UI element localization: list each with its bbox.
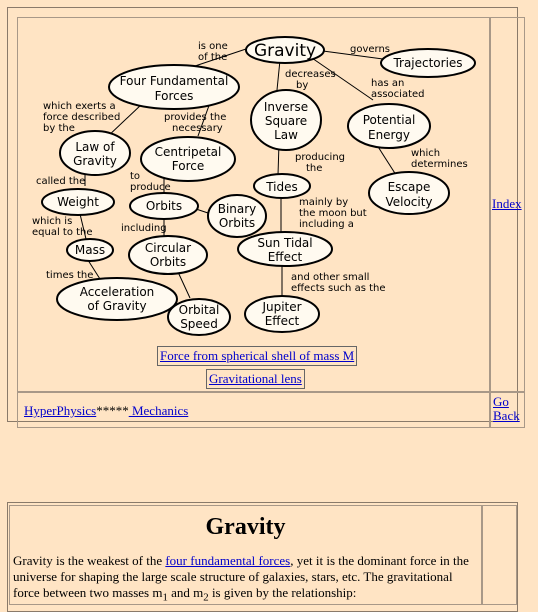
force-spherical-shell-link[interactable]: Force from spherical shell of mass M [160,348,355,363]
node-binary-orbits[interactable]: Binary [218,202,257,216]
node-inverse-square-law-line2[interactable]: Square [265,114,307,128]
edge-label: provides the [164,112,226,123]
edge-label: equal to the [32,227,93,238]
edge-label: mainly by [299,197,348,208]
node-circular-orbits[interactable]: Circular [145,241,191,255]
node-mass[interactable]: Mass [75,243,105,257]
gravitational-lens-link[interactable]: Gravitational lens [209,371,302,386]
mechanics-link[interactable]: Mechanics [128,403,189,418]
paragraph-text: and m [167,585,204,600]
stars-separator: ***** [96,403,129,418]
node-four-fundamental-forces-line2[interactable]: Forces [155,89,194,103]
node-potential-energy[interactable]: Potential [363,113,416,127]
edge-label: force described [43,112,120,123]
edge-label: which is [32,216,72,227]
edge-label: is one [198,41,228,52]
article-cell: Gravity Gravity is the weakest of the fo… [9,505,482,605]
subscript: 2 [203,591,209,604]
node-jupiter-effect-line2[interactable]: Effect [265,314,300,328]
index-link[interactable]: Index [492,196,522,211]
node-law-of-gravity[interactable]: Law of [75,140,115,154]
node-gravity[interactable]: Gravity [254,41,316,61]
node-sun-tidal-effect-line2[interactable]: Effect [268,250,303,264]
node-four-fundamental-forces[interactable]: Four Fundamental [120,74,229,88]
article-side-cell [482,505,517,605]
footer-nav-cell: HyperPhysics***** Mechanics [17,392,490,428]
edge-label: which [411,148,440,159]
article-paragraph: Gravity is the weakest of the four funda… [13,553,478,606]
node-law-of-gravity-line2[interactable]: Gravity [73,154,117,168]
edge-label: and other small [291,272,369,283]
lens-link-box: Gravitational lens [206,369,305,389]
edge-label: called the [36,176,85,187]
paragraph-text: , yet it is the dominant force in the un… [13,553,469,600]
node-acceleration-of-gravity[interactable]: Acceleration [80,285,155,299]
edge-label: effects such as the [291,283,386,294]
page-title: Gravity [205,514,286,540]
node-potential-energy-line2[interactable]: Energy [368,128,410,142]
hyperphysics-link[interactable]: HyperPhysics [24,403,97,418]
go-back-link-line2: Back [493,408,520,423]
edge-label: the moon but [299,208,367,219]
node-orbits[interactable]: Orbits [146,199,182,213]
go-back-link-line1: Go [493,394,509,409]
concept-map-table: Gravity Four Fundamental Forces Trajecto… [7,7,525,428]
node-weight[interactable]: Weight [57,195,99,209]
node-circular-orbits-line2[interactable]: Orbits [150,255,186,269]
node-sun-tidal-effect[interactable]: Sun Tidal [257,236,312,250]
edge-label: decreases [285,69,336,80]
node-trajectories[interactable]: Trajectories [392,56,462,70]
edge-label: including a [299,219,354,230]
edge-label: the [306,163,322,174]
edge-label: governs [350,44,390,55]
four-fundamental-forces-link[interactable]: four fundamental forces [165,553,291,568]
edge-label: by [296,80,308,91]
edge-label: has an [371,78,404,89]
concept-map: Gravity Four Fundamental Forces Trajecto… [32,36,476,336]
edge-label: produce [130,182,171,193]
node-centripetal-force[interactable]: Centripetal [155,145,222,159]
edge-label: determines [411,159,468,170]
node-binary-orbits-line2[interactable]: Orbits [219,216,255,230]
paragraph-text: is given by the relationship: [208,585,357,600]
node-centripetal-force-line2[interactable]: Force [172,159,204,173]
concept-map-cell: Gravity Four Fundamental Forces Trajecto… [17,17,490,392]
subscript: 1 [162,591,168,604]
node-orbital-speed-line2[interactable]: Speed [180,317,218,331]
edge-label: of the [198,52,227,63]
paragraph-text: Gravity is the weakest of the [13,553,166,568]
shell-link-box: Force from spherical shell of mass M [157,346,358,366]
edge-label: to [130,171,140,182]
node-escape-velocity-line2[interactable]: Velocity [385,195,432,209]
node-inverse-square-law-line3[interactable]: Law [274,128,298,142]
node-escape-velocity[interactable]: Escape [388,180,431,194]
node-jupiter-effect[interactable]: Jupiter [261,300,301,314]
node-acceleration-of-gravity-line2[interactable]: of Gravity [87,299,146,313]
footer-nav: HyperPhysics***** Mechanics [24,403,188,419]
edge-label: necessary [172,123,223,134]
edge-label: producing [295,152,345,163]
edge-label: including [121,223,167,234]
edge-label: times the [46,270,93,281]
edge-label: which exerts a [43,101,116,112]
edge-label: by the [43,123,75,134]
node-tides[interactable]: Tides [265,180,298,194]
index-cell: Index [490,17,525,392]
edge-label: associated [371,89,425,100]
node-inverse-square-law[interactable]: Inverse [264,100,308,114]
node-orbital-speed[interactable]: Orbital [179,303,220,317]
